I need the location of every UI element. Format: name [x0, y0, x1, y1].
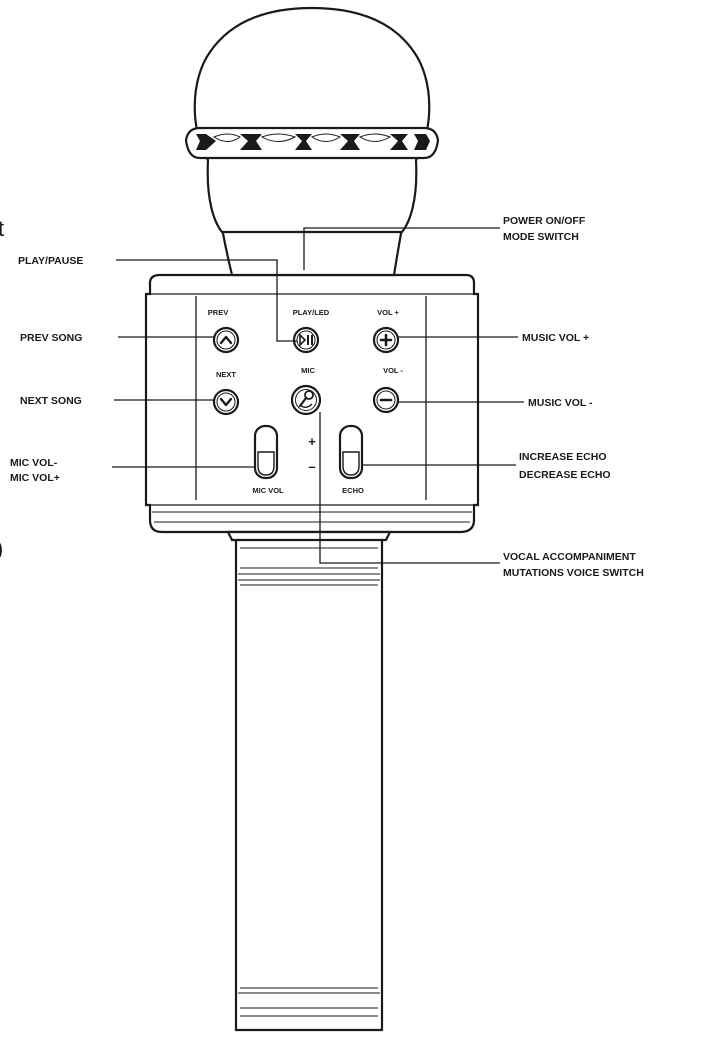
- callout-prev-song: PREV SONG: [20, 332, 82, 344]
- callout-mic-vol-up: MIC VOL+: [10, 472, 60, 484]
- mic-label: MIC: [301, 366, 315, 375]
- echo-slider: [338, 424, 364, 480]
- vol-down-label: VOL -: [383, 366, 403, 375]
- callout-mode-switch: MODE SWITCH: [503, 231, 579, 243]
- mic-button: [290, 384, 322, 416]
- cropped-text-fragment-top: t: [0, 216, 4, 241]
- callout-play-pause: PLAY/PAUSE: [18, 255, 83, 267]
- callout-decrease-echo: DECREASE ECHO: [519, 469, 611, 481]
- prev-label: PREV: [208, 308, 228, 317]
- vol-up-label: VOL +: [377, 308, 399, 317]
- microphone-handle: [234, 533, 384, 1032]
- leader-power: [303, 227, 500, 270]
- minus-sign-label: –: [308, 459, 315, 474]
- echo-label: ECHO: [342, 486, 364, 495]
- callout-music-vol-up: MUSIC VOL +: [522, 332, 589, 344]
- microphone-head: [193, 6, 431, 234]
- play-led-button: [292, 326, 320, 354]
- mic-volume-slider: [253, 424, 279, 480]
- leader-lines: [112, 227, 524, 564]
- cropped-text-fragment-bottom: ): [0, 536, 3, 561]
- callout-power-on-off: POWER ON/OFF: [503, 215, 586, 227]
- callout-increase-echo: INCREASE ECHO: [519, 451, 607, 463]
- vol-down-button: [372, 386, 400, 414]
- plus-icon: [379, 333, 393, 347]
- leader-vocal: [319, 412, 500, 564]
- decorative-led-ring: [184, 126, 440, 160]
- play-led-label: PLAY/LED: [293, 308, 330, 317]
- callout-mic-vol-down: MIC VOL-: [10, 457, 58, 469]
- microphone-icon: [298, 390, 314, 408]
- microphone-neck: [220, 226, 404, 277]
- callout-next-song: NEXT SONG: [20, 395, 82, 407]
- mic-vol-label: MIC VOL: [252, 486, 284, 495]
- next-button: [212, 388, 240, 416]
- play-pause-icon: [299, 333, 313, 347]
- prev-button: [212, 326, 240, 354]
- chevron-down-icon: [219, 397, 233, 407]
- callout-vocal-accompaniment: VOCAL ACCOMPANIMENT: [503, 551, 636, 563]
- chevron-up-icon: [219, 335, 233, 345]
- plus-sign-label: +: [308, 434, 316, 449]
- next-label: NEXT: [216, 370, 236, 379]
- vol-up-button: [372, 326, 400, 354]
- callout-mutations-voice-switch: MUTATIONS VOICE SWITCH: [503, 567, 644, 579]
- callout-music-vol-down: MUSIC VOL -: [528, 397, 593, 409]
- leader-play-pause: [116, 259, 297, 342]
